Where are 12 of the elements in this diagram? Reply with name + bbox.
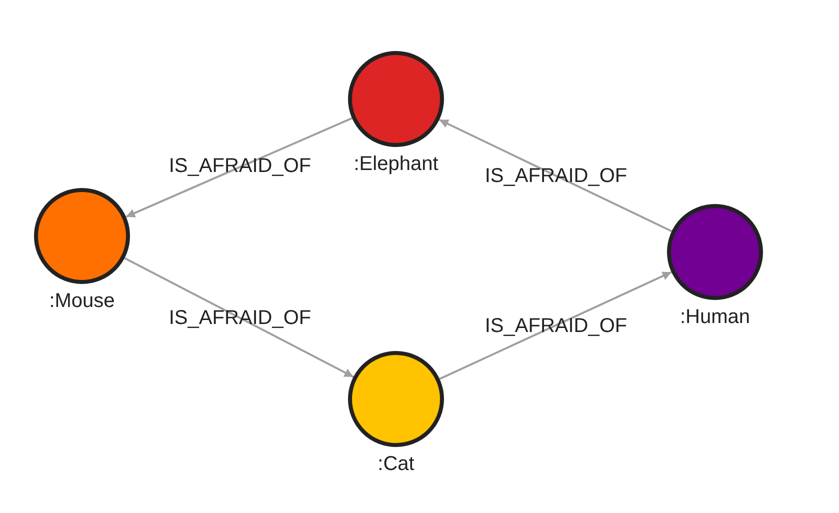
arrow [439,271,672,380]
node-label: :Human [680,306,750,328]
edge-label: IS_AFRAID_OF [484,315,628,337]
arrow [438,118,672,232]
arrow [126,117,352,218]
edge-label: IS_AFRAID_OF [168,155,312,177]
node-label: :Elephant [354,153,438,175]
arrow [124,257,354,378]
node-label: :Cat [378,453,414,475]
edge-label: IS_AFRAID_OF [484,165,628,187]
node-label: :Mouse [49,290,115,312]
edge-label: IS_AFRAID_OF [168,307,312,329]
